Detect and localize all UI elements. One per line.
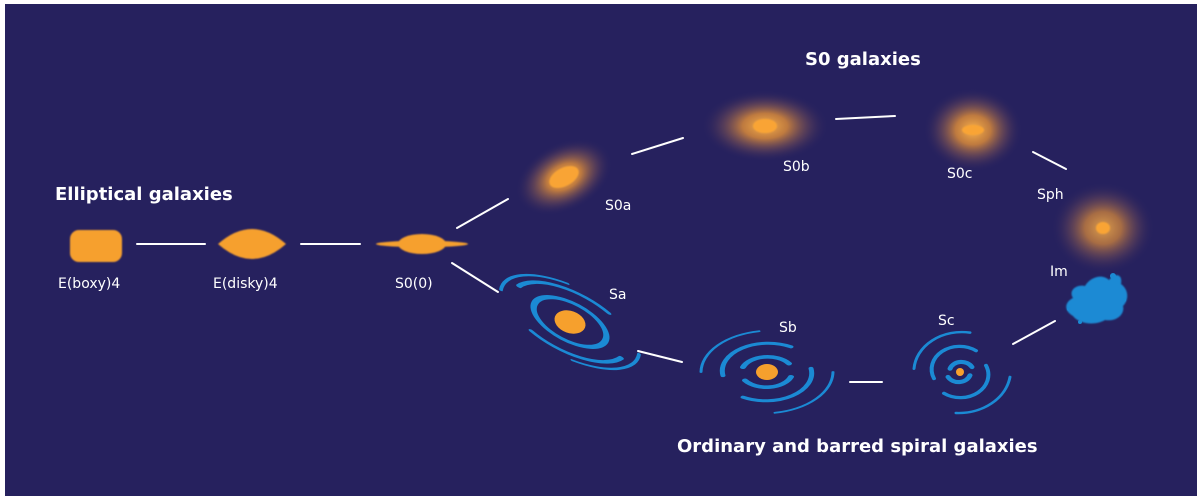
elliptical-group-title: Elliptical galaxies <box>55 184 233 205</box>
label-e-boxy: E(boxy)4 <box>58 276 121 292</box>
e-disky-galaxy <box>218 229 286 259</box>
label-sc: Sc <box>938 313 955 329</box>
sb-bulge <box>756 364 778 380</box>
sc-galaxy <box>912 330 1012 415</box>
e-boxy-galaxy <box>70 230 122 262</box>
label-sph: Sph <box>1037 187 1064 203</box>
label-s0-0: S0(0) <box>395 276 433 292</box>
sa-bulge <box>554 310 586 334</box>
s0-group-title: S0 galaxies <box>805 49 921 70</box>
connector-line <box>835 115 896 120</box>
label-s0a: S0a <box>605 198 632 214</box>
sa-galaxy <box>499 273 641 371</box>
connector-line <box>451 262 499 293</box>
s0-0-galaxy <box>376 234 468 254</box>
sc-bulge <box>956 368 964 376</box>
label-s0c: S0c <box>947 166 973 182</box>
im-galaxy <box>1066 273 1128 324</box>
galaxy-classification-diagram: Elliptical galaxies S0 galaxies Ordinary… <box>5 4 1197 496</box>
label-sb: Sb <box>779 320 797 336</box>
s0c-galaxy <box>923 88 1023 172</box>
connector-line <box>456 198 509 229</box>
s0b-galaxy <box>701 90 829 162</box>
label-e-disky: E(disky)4 <box>213 276 278 292</box>
diagram-graphics <box>70 88 1155 415</box>
label-im: Im <box>1050 264 1068 280</box>
label-sa: Sa <box>609 287 627 303</box>
connector-lines <box>136 115 1067 383</box>
sb-galaxy <box>699 330 835 414</box>
connector-line <box>1032 151 1067 170</box>
s0a-galaxy <box>515 138 613 216</box>
sph-galaxy <box>1051 182 1155 274</box>
spiral-group-title: Ordinary and barred spiral galaxies <box>677 436 1038 457</box>
connector-line <box>1012 320 1056 345</box>
connector-line <box>631 137 684 155</box>
label-s0b: S0b <box>783 159 810 175</box>
connector-line <box>637 350 683 363</box>
